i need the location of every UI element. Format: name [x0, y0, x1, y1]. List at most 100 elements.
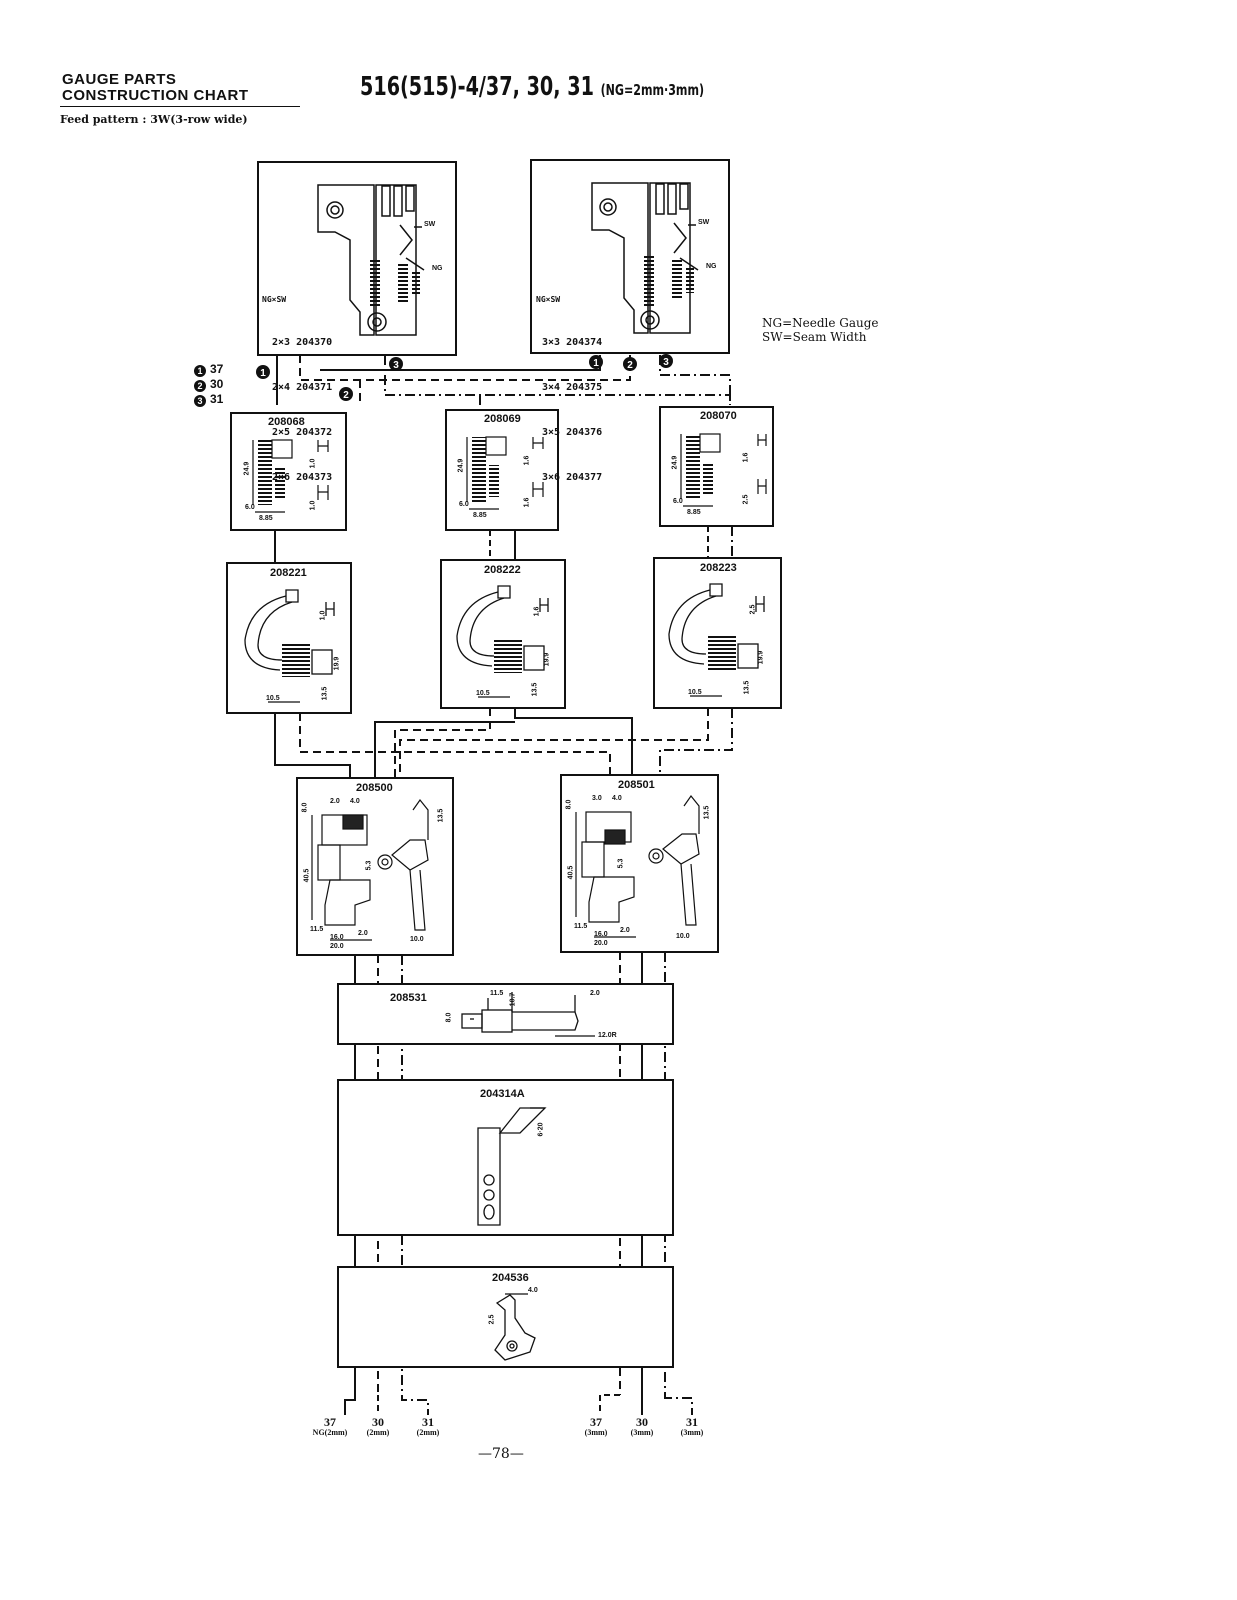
shaft-dim: 2.0	[590, 990, 600, 997]
output-37-2mm: 37 NG(2mm)	[310, 1416, 350, 1438]
feed-dog-dim: 6.0	[245, 504, 255, 511]
presser-foot-drawings	[311, 794, 700, 941]
connector	[299, 713, 611, 775]
output-number: 37	[324, 1415, 336, 1429]
presser-foot-dim: 3.0	[592, 795, 602, 802]
feed-bar-dim: 19.9	[543, 652, 551, 667]
svg-text:3: 3	[393, 360, 399, 371]
output-line-31-3mm	[664, 1395, 693, 1415]
shaft-dim: 12.0R	[598, 1032, 617, 1039]
feed-dog-gauge: 1.0	[309, 500, 317, 511]
shaft-dim: 10.7	[509, 992, 517, 1007]
feed-dog-dim: 8.85	[473, 512, 487, 519]
connector-31	[659, 355, 731, 405]
plate-list-row: 2×5 204372	[272, 427, 333, 438]
presser-foot-dim: 5.3	[365, 860, 373, 871]
needle-plate-2mm	[257, 161, 457, 356]
combo-label: 31	[210, 392, 224, 406]
plate-list-heading: NG×SW	[262, 295, 287, 304]
feed-bar-drawing	[668, 583, 765, 697]
shaft-dim: 8.0	[445, 1012, 453, 1023]
looper-drawing	[494, 1293, 536, 1361]
needle-plate-3mm	[530, 159, 730, 354]
feed-bar-dim: 10.5	[688, 689, 702, 696]
feed-bar-box	[653, 557, 782, 709]
feed-dog-part-number: 208068	[268, 416, 305, 428]
plate-list-row: 2×4 204371	[272, 382, 333, 393]
marker-3-icon: 3	[659, 354, 673, 368]
output-line-37-2mm	[344, 1395, 356, 1415]
presser-foot-dim: 4.0	[612, 795, 622, 802]
abbreviation-legend: NG=Needle Gauge SW=Seam Width	[762, 316, 879, 344]
output-needle-gauge: (3mm)	[680, 1428, 704, 1437]
feed-bar-drawing	[244, 589, 335, 703]
svg-text:2: 2	[343, 390, 349, 401]
connector-markers: 1 2 3 1 2 3	[256, 354, 673, 401]
feed-bar-box	[440, 559, 566, 709]
marker-2-icon: 2	[623, 357, 637, 371]
plate-ng-tag: NG	[432, 265, 443, 272]
feed-bar-dim: 19.9	[333, 656, 341, 671]
presser-foot-dim: 11.5	[310, 926, 324, 933]
feed-bar-part-number: 208221	[270, 567, 307, 579]
presser-foot-dim: 2.0	[358, 930, 368, 937]
header-rule	[60, 106, 300, 107]
feed-dog-boxes	[230, 406, 774, 531]
feed-pattern: Feed pattern : 3W(3-row wide)	[60, 113, 248, 126]
section-title-line1: GAUGE PARTS	[62, 71, 177, 88]
title-needle-gauge: (NG=2mm·3mm)	[600, 81, 705, 99]
combo-label: 37	[210, 362, 224, 376]
section-title: GAUGE PARTS CONSTRUCTION CHART	[62, 72, 249, 104]
output-number: 31	[422, 1415, 434, 1429]
feed-bar-gauge: 1.6	[533, 606, 541, 617]
marker-3-icon: 3	[389, 357, 403, 371]
connector	[659, 708, 733, 775]
legend-sw: SW=Seam Width	[762, 330, 867, 344]
plate-sw-tag: SW	[698, 219, 710, 226]
presser-foot-dim: 20.0	[594, 940, 608, 947]
connector	[374, 721, 515, 778]
output-30-2mm: 30 (2mm)	[358, 1416, 398, 1438]
shaft-dim: 11.5	[490, 990, 504, 997]
output-37-3mm: 37 (3mm)	[576, 1416, 616, 1438]
feed-dog-box	[445, 409, 559, 531]
feed-dog-part-number: 208070	[700, 410, 737, 422]
feed-bar-gauge: 1.0	[319, 610, 327, 621]
svg-text:2: 2	[627, 360, 633, 371]
combo-number-icon: 1	[194, 365, 206, 377]
svg-text:3: 3	[663, 357, 669, 368]
connector	[514, 708, 633, 775]
feed-bar-part-number: 208223	[700, 562, 737, 574]
svg-text:1: 1	[593, 358, 599, 369]
presser-foot-box	[560, 774, 719, 953]
feed-dog-dim: 24.9	[457, 458, 465, 473]
feed-dog-gauge: 1.6	[523, 497, 531, 508]
lower-part-boxes	[337, 983, 674, 1368]
presser-foot-dim: 20.0	[330, 943, 344, 950]
feed-bar-box	[226, 562, 352, 714]
presser-foot-part-number: 208501	[618, 779, 655, 791]
feed-dog-drawing	[252, 439, 329, 513]
plate-list-row: 3×6 204377	[542, 472, 603, 483]
knife-dim: 6·20	[537, 1122, 545, 1137]
combo-legend-item: 1 37	[194, 362, 223, 377]
connector	[399, 708, 709, 778]
combo-label: 30	[210, 377, 224, 391]
page-number: —78—	[478, 1446, 524, 1462]
plate-list-row: 3×5 204376	[542, 427, 603, 438]
plate-ng-tag: NG	[706, 263, 717, 270]
connector-31	[384, 355, 731, 405]
presser-foot-dim: 8.0	[565, 799, 573, 810]
presser-foot-dim: 16.0	[594, 931, 608, 938]
feed-dog-gauge: 1.6	[523, 455, 531, 466]
feed-dog-dim: 6.0	[459, 501, 469, 508]
feed-dog-part-number: 208069	[484, 413, 521, 425]
feed-dog-gauge: 1.0	[309, 458, 317, 469]
page-title: 516(515)-4/37, 30, 31 (NG=2mm·3mm)	[360, 72, 704, 102]
presser-foot-box	[296, 777, 454, 956]
output-number: 31	[686, 1415, 698, 1429]
output-needle-gauge: (3mm)	[630, 1428, 654, 1437]
feed-dog-dim: 6.0	[673, 498, 683, 505]
legend-ng: NG=Needle Gauge	[762, 316, 879, 330]
output-30-3mm: 30 (3mm)	[622, 1416, 662, 1438]
